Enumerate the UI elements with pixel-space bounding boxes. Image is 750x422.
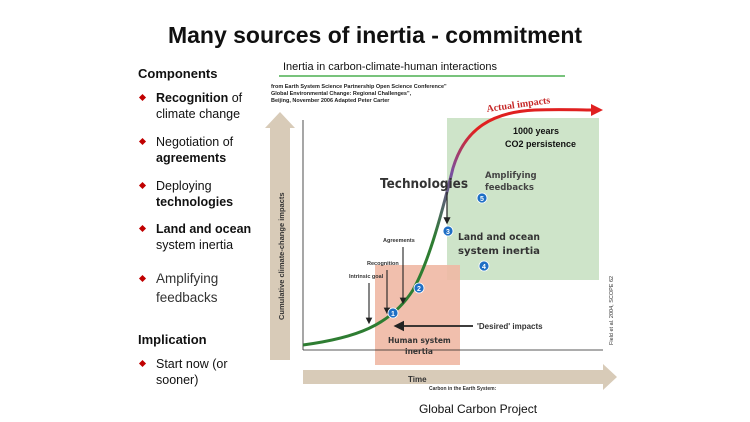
list-item: Amplifying feedbacks [138,269,288,313]
svg-text:5: 5 [480,196,484,203]
slide-title: Many sources of inertia - commitment [167,22,583,48]
bullet-icon [138,93,147,102]
implication-heading: Implication [138,332,207,347]
list-item: Land and ocean system inertia [138,221,288,269]
components-list: Recognition of climate change Negotiatio… [138,90,288,313]
land-ocean-line-2: system inertia [458,246,540,257]
source-line-1: from Earth System Science Partnership Op… [271,84,447,90]
item-bold: Land and ocean [156,222,252,236]
land-ocean-box [447,118,599,280]
x-axis-arrow [303,364,617,390]
item-line2: feedbacks [156,290,218,305]
bullet-icon [138,359,147,368]
bullet-icon [138,274,147,283]
footer-label: Carbon in the Earth System: [429,386,497,392]
bullet-icon [138,181,147,190]
item-plain: Negotiation of [156,135,234,149]
marker-3: 3 [442,225,454,237]
x-axis-label: Time [408,375,427,384]
list-item: Negotiation of agreements [138,134,288,178]
marker-4: 4 [478,260,490,272]
persistence-line-2: CO2 persistence [505,139,576,149]
human-system-line-2: inertia [405,347,433,356]
land-ocean-line-1: Land and ocean [458,232,540,243]
human-system-line-1: Human system [388,336,451,345]
persistence-line-1: 1000 years [513,126,559,136]
y-axis-arrow [265,112,295,360]
list-item: Deploying technologies [138,178,288,221]
item-plain: of [228,91,243,105]
item-line2: agreements [156,151,227,165]
implication-line2: sooner) [156,373,199,387]
marker-1: 1 [387,307,399,319]
agreements-label: Agreements [383,238,415,244]
item-line2: system inertia [156,238,234,252]
figure-header-title: Inertia in carbon-climate-human interact… [283,61,497,73]
components-heading: Components [138,66,218,81]
intrinsic-goal-label: Intrinsic goal [349,274,384,280]
marker-2: 2 [413,282,425,294]
amplifying-line-2: feedbacks [485,183,534,193]
item-line2: climate change [156,107,241,121]
implication-item: Start now (or sooner) [138,356,306,388]
item-plain: Deploying [156,179,212,193]
technologies-label: Technologies [380,177,468,192]
inertia-diagram: Inertia in carbon-climate-human interact… [265,61,617,392]
item-plain: Amplifying [156,271,219,286]
item-bold: Recognition [156,91,229,105]
bullet-icon [138,224,147,233]
credit-label: Global Carbon Project [418,402,538,416]
implication-line1: Start now (or [156,357,228,371]
desired-impacts-label: 'Desired' impacts [477,322,543,331]
list-item: Recognition of climate change [138,90,288,134]
curve-arrowhead [591,104,603,116]
y-axis-label: Cumulative climate-change impacts [277,192,286,320]
recognition-label: Recognition [367,261,399,267]
svg-text:2: 2 [417,286,421,293]
svg-text:1: 1 [391,311,395,318]
svg-text:4: 4 [482,264,486,271]
source-line-3: Beijing, November 2006 Adapted Peter Car… [271,98,390,104]
source-line-2: Global Environmental Change: Regional Ch… [271,91,412,97]
item-line2: technologies [156,195,234,209]
amplifying-line-1: Amplifying [485,171,537,181]
bullet-icon [138,137,147,146]
citation-label: Field et al. 2004, SCOPE 62 [609,276,615,345]
svg-text:3: 3 [446,229,450,236]
marker-5: 5 [476,192,488,204]
impact-curve [302,108,596,347]
